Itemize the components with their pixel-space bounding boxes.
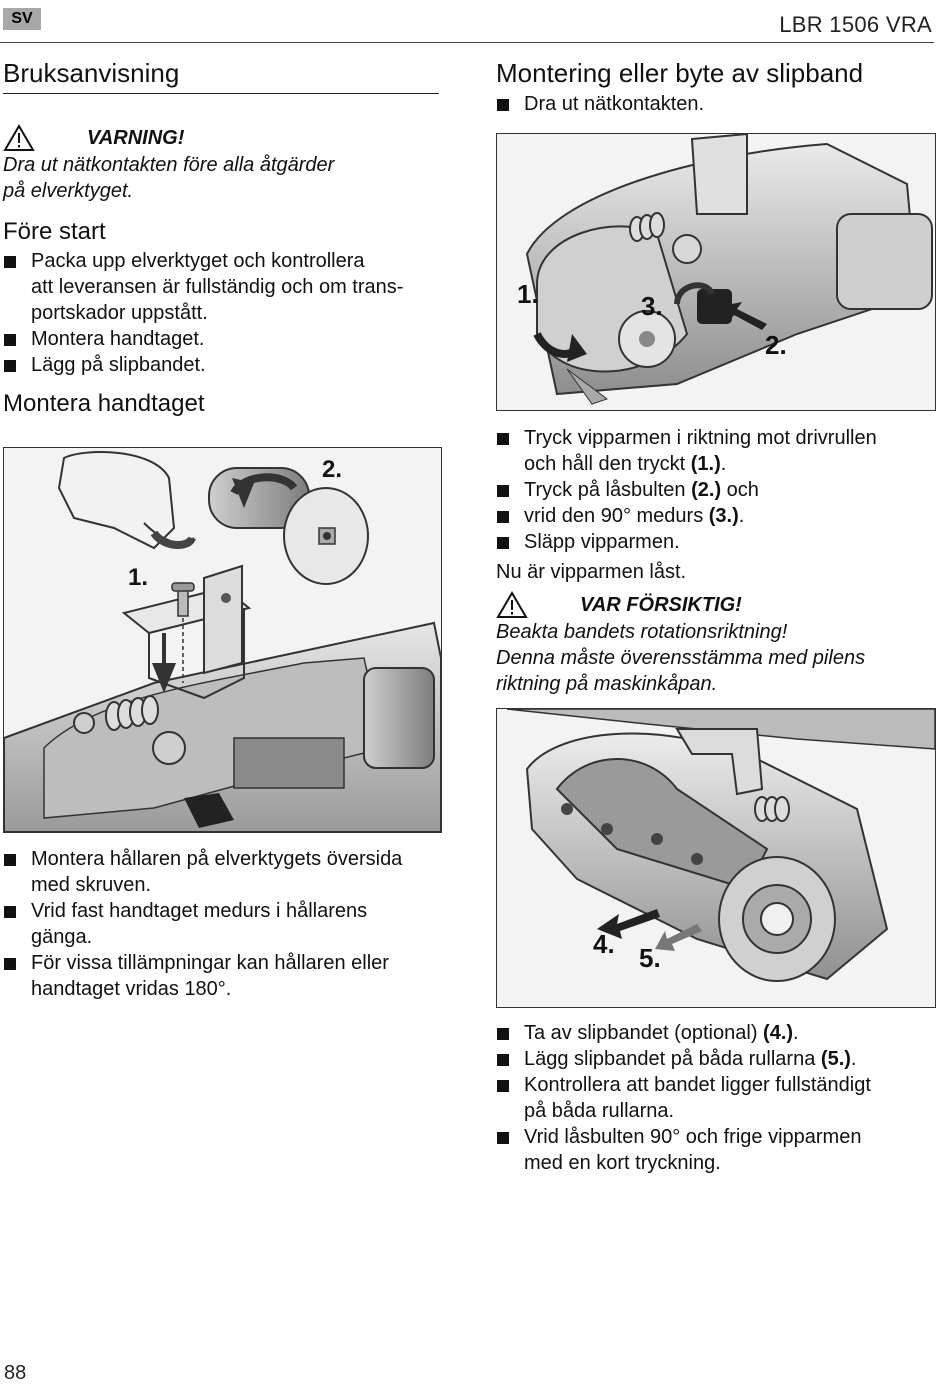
lock-steps-list: Tryck vipparmen i riktning mot drivrulle… — [496, 425, 936, 555]
header-rule — [0, 42, 934, 43]
caution-label: VAR FÖRSIKTIG! — [580, 593, 742, 616]
belt-change-illustration — [506, 708, 936, 982]
list-item: Släpp vipparmen. — [496, 529, 936, 555]
fig1-label-3: 3. — [641, 291, 663, 321]
right-column: Montering eller byte av slipband Dra ut … — [496, 58, 936, 117]
final-steps-list: Ta av slipbandet (optional) (4.). Lägg s… — [496, 1020, 936, 1176]
list-item: Lägg på slipbandet. — [3, 352, 439, 378]
fig-label-2: 2. — [322, 456, 343, 483]
list-item: Tryck på låsbulten (2.) och — [496, 477, 936, 503]
list-item: Ta av slipbandet (optional) (4.). — [496, 1020, 936, 1046]
list-item: vrid den 90° medurs (3.). — [496, 503, 936, 529]
fig1-label-2: 2. — [765, 330, 787, 360]
list-item: Vrid låsbulten 90° och frige vipparmen m… — [496, 1124, 936, 1176]
fore-start-list: Packa upp elverktyget och kontrollera at… — [3, 248, 439, 378]
warning-triangle-icon — [3, 124, 35, 151]
figure-lock-lever: 1. 3. 2. — [496, 132, 936, 411]
montera-list-wrap: Montera hållaren på elverktygets översid… — [3, 846, 439, 1002]
warning-line: på elverktyget. — [3, 180, 134, 202]
warning-line: Dra ut nätkontakten före alla åtgärder — [3, 154, 335, 176]
list-item: Vrid fast handtaget medurs i hållarens g… — [3, 898, 439, 950]
section-title-montering: Montering eller byte av slipband — [496, 58, 864, 88]
fig1-label-1: 1. — [517, 279, 539, 309]
list-item: Lägg slipbandet på båda rullarna (5.). — [496, 1046, 936, 1072]
list-item: Montera hållaren på elverktygets översid… — [3, 846, 439, 898]
lock-lever-illustration — [525, 132, 933, 405]
caution-text: Beakta bandets rotationsriktning! Denna … — [496, 621, 866, 695]
list-item: Dra ut nätkontakten. — [496, 91, 936, 117]
heading-montera-handtaget: Montera handtaget — [3, 390, 205, 417]
fig2-label-5: 5. — [639, 943, 661, 973]
left-column: Bruksanvisning VARNING! Dra ut nätkontak… — [3, 58, 439, 418]
list-item: Packa upp elverktyget och kontrollera at… — [3, 248, 439, 326]
list-item: Tryck vipparmen i riktning mot drivrulle… — [496, 425, 936, 477]
language-badge: SV — [3, 8, 41, 30]
handle-mounting-illustration — [3, 451, 442, 833]
list-item: Montera handtaget. — [3, 326, 439, 352]
warning-label: VARNING! — [87, 126, 185, 149]
caution-heading: VAR FÖRSIKTIG! — [496, 591, 936, 619]
list-item: Kontrollera att bandet ligger fullständi… — [496, 1072, 936, 1124]
list-item: För vissa tillämpningar kan hållaren ell… — [3, 950, 439, 1002]
intro-list: Dra ut nätkontakten. — [496, 91, 936, 117]
fig-label-1: 1. — [128, 564, 149, 591]
heading-fore-start: Före start — [3, 218, 106, 245]
caution-triangle-icon — [496, 591, 528, 618]
right-steps-wrap: Tryck vipparmen i riktning mot drivrulle… — [496, 425, 936, 697]
locked-note: Nu är vipparmen låst. — [496, 561, 687, 583]
section-title-bruksanvisning: Bruksanvisning — [3, 58, 439, 94]
montera-list: Montera hållaren på elverktygets översid… — [3, 846, 439, 1002]
final-steps-wrap: Ta av slipbandet (optional) (4.). Lägg s… — [496, 1020, 936, 1176]
figure-handle-mounting: 1. 2. — [3, 447, 442, 833]
warning-heading: VARNING! — [3, 124, 439, 152]
document-title: LBR 1506 VRA — [779, 12, 932, 37]
page-number: 88 — [4, 1362, 27, 1384]
figure-belt-change: 4. 5. — [496, 708, 936, 1008]
fig2-label-4: 4. — [593, 929, 615, 959]
warning-text: Dra ut nätkontakten före alla åtgärder p… — [3, 152, 439, 204]
